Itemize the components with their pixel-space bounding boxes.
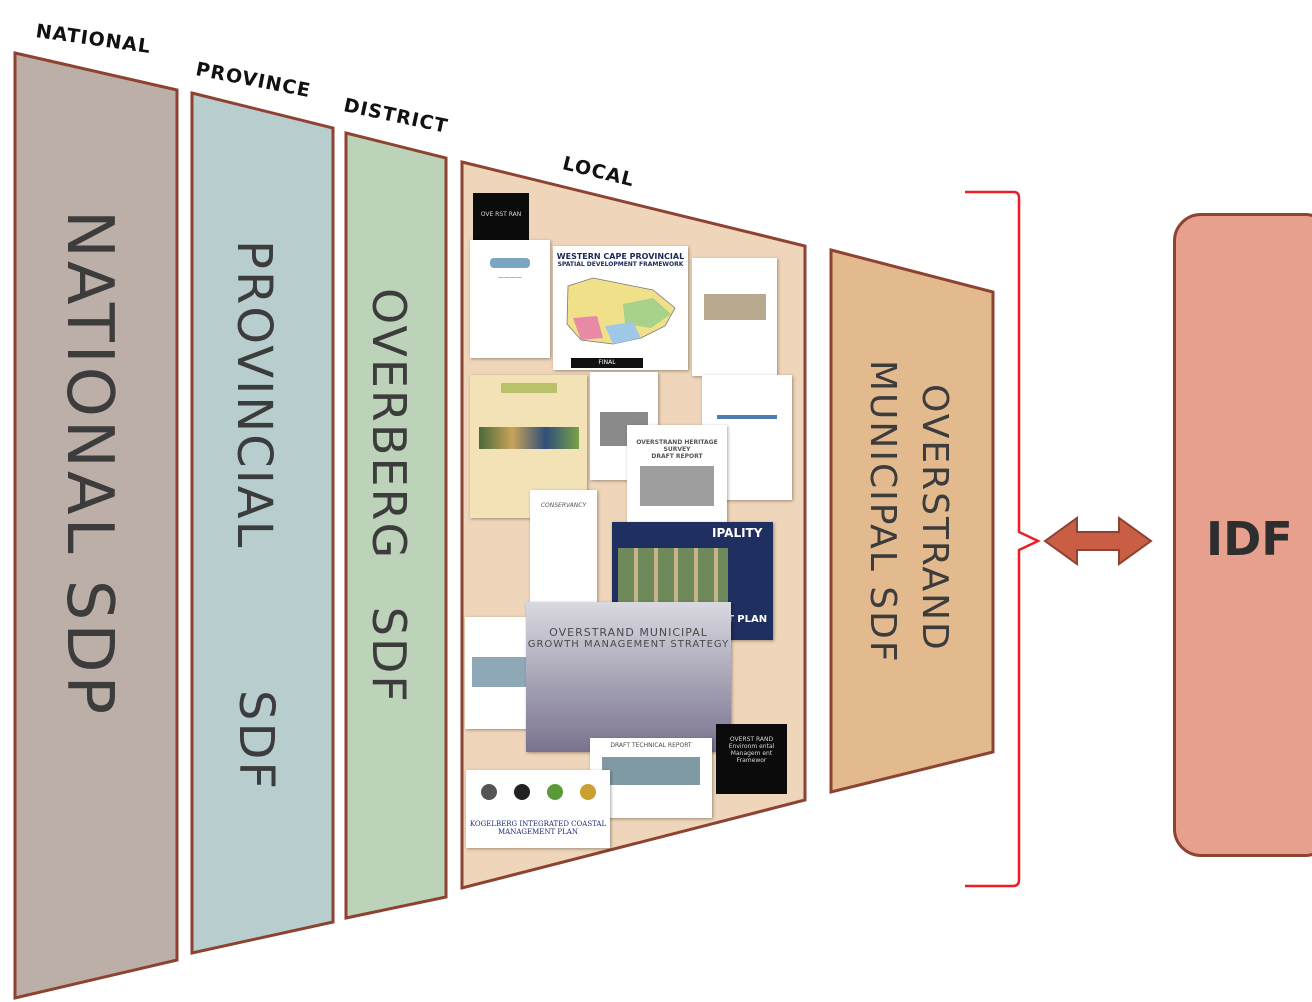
heritage-title-line2: DRAFT REPORT: [651, 453, 703, 460]
growth-title-line2: GROWTH MANAGEMENT STRATEGY: [527, 639, 730, 650]
double-arrow: [1043, 516, 1153, 566]
document-conservancy: CONSERVANCY: [530, 490, 597, 602]
document-cover-3: [692, 258, 777, 376]
document-municipality-report: [465, 617, 533, 729]
national-panel-label: NATIONAL SDP: [52, 210, 126, 718]
national-panel: [13, 51, 179, 1000]
document-wc-psdf: WESTERN CAPE PROVINCIAL SPATIAL DEVELOPM…: [553, 246, 688, 370]
plan-fragment: T PLAN: [727, 614, 768, 625]
wc-final-bar: FINAL: [571, 358, 643, 368]
idf-box: [1173, 213, 1312, 857]
overstrand-panel: [829, 248, 995, 794]
overberg-panel: [344, 131, 448, 920]
municipality-fragment: IPALITY: [712, 526, 763, 540]
wc-title-line2: SPATIAL DEVELOPMENT FRAMEWORK: [557, 261, 684, 268]
document-technical-report: DRAFT TECHNICAL REPORT: [590, 738, 712, 818]
overberg-panel-label: OVERBERG SDF: [362, 288, 416, 704]
provincial-panel: [190, 91, 335, 955]
provincial-panel-label-line1: PROVINCIAL: [226, 240, 282, 550]
overstrand-panel-label-line2: MUNICIPAL SDF: [862, 360, 903, 664]
provincial-panel-label-line2: SDF: [228, 690, 284, 792]
document-cover-1: ————: [470, 240, 550, 358]
kogelberg-title-line2: MANAGEMENT PLAN: [498, 828, 578, 836]
wc-title-line1: WESTERN CAPE PROVINCIAL: [556, 252, 685, 261]
black-document-environmental: OVERST RAND Environm ental Managem ent F…: [716, 724, 787, 794]
kogelberg-title-line1: KOGELBERG INTEGRATED COASTAL: [469, 820, 607, 828]
growth-title-line1: OVERSTRAND MUNICIPAL: [549, 626, 708, 639]
wc-map: [566, 277, 676, 345]
document-growth-strategy: OVERSTRAND MUNICIPAL GROWTH MANAGEMENT S…: [526, 602, 731, 752]
document-kogelberg: KOGELBERG INTEGRATED COASTAL MANAGEMENT …: [466, 770, 610, 848]
technical-report-title: DRAFT TECHNICAL REPORT: [610, 742, 692, 749]
conservancy-title: CONSERVANCY: [540, 502, 587, 509]
overstrand-panel-label-line1: OVERSTRAND: [914, 384, 955, 652]
bracket: [965, 190, 1041, 888]
idf-label: IDF: [1206, 512, 1293, 566]
heritage-title-line1: OVERSTRAND HERITAGE SURVEY: [636, 439, 718, 453]
